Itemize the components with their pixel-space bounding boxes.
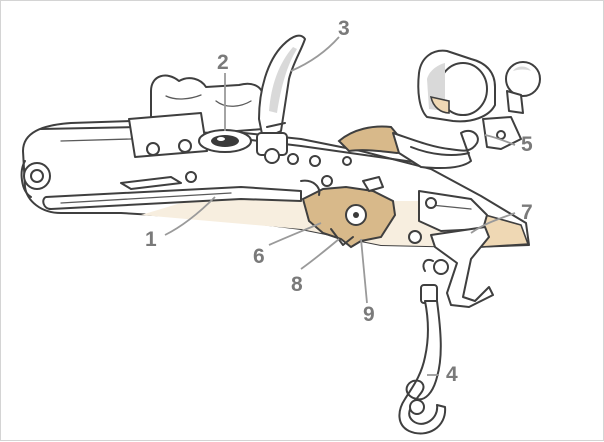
trigger: [399, 285, 445, 434]
label-2: 2: [217, 51, 229, 74]
hammer: [129, 76, 263, 157]
leader-8: [301, 239, 339, 269]
label-5: 5: [521, 133, 533, 156]
label-3: 3: [338, 17, 350, 40]
label-6: 6: [253, 245, 265, 268]
leader-9: [361, 239, 367, 303]
label-7: 7: [521, 201, 533, 224]
label-8: 8: [291, 273, 303, 296]
label-9: 9: [363, 303, 375, 326]
label-1: 1: [145, 228, 157, 251]
label-4: 4: [446, 363, 458, 386]
